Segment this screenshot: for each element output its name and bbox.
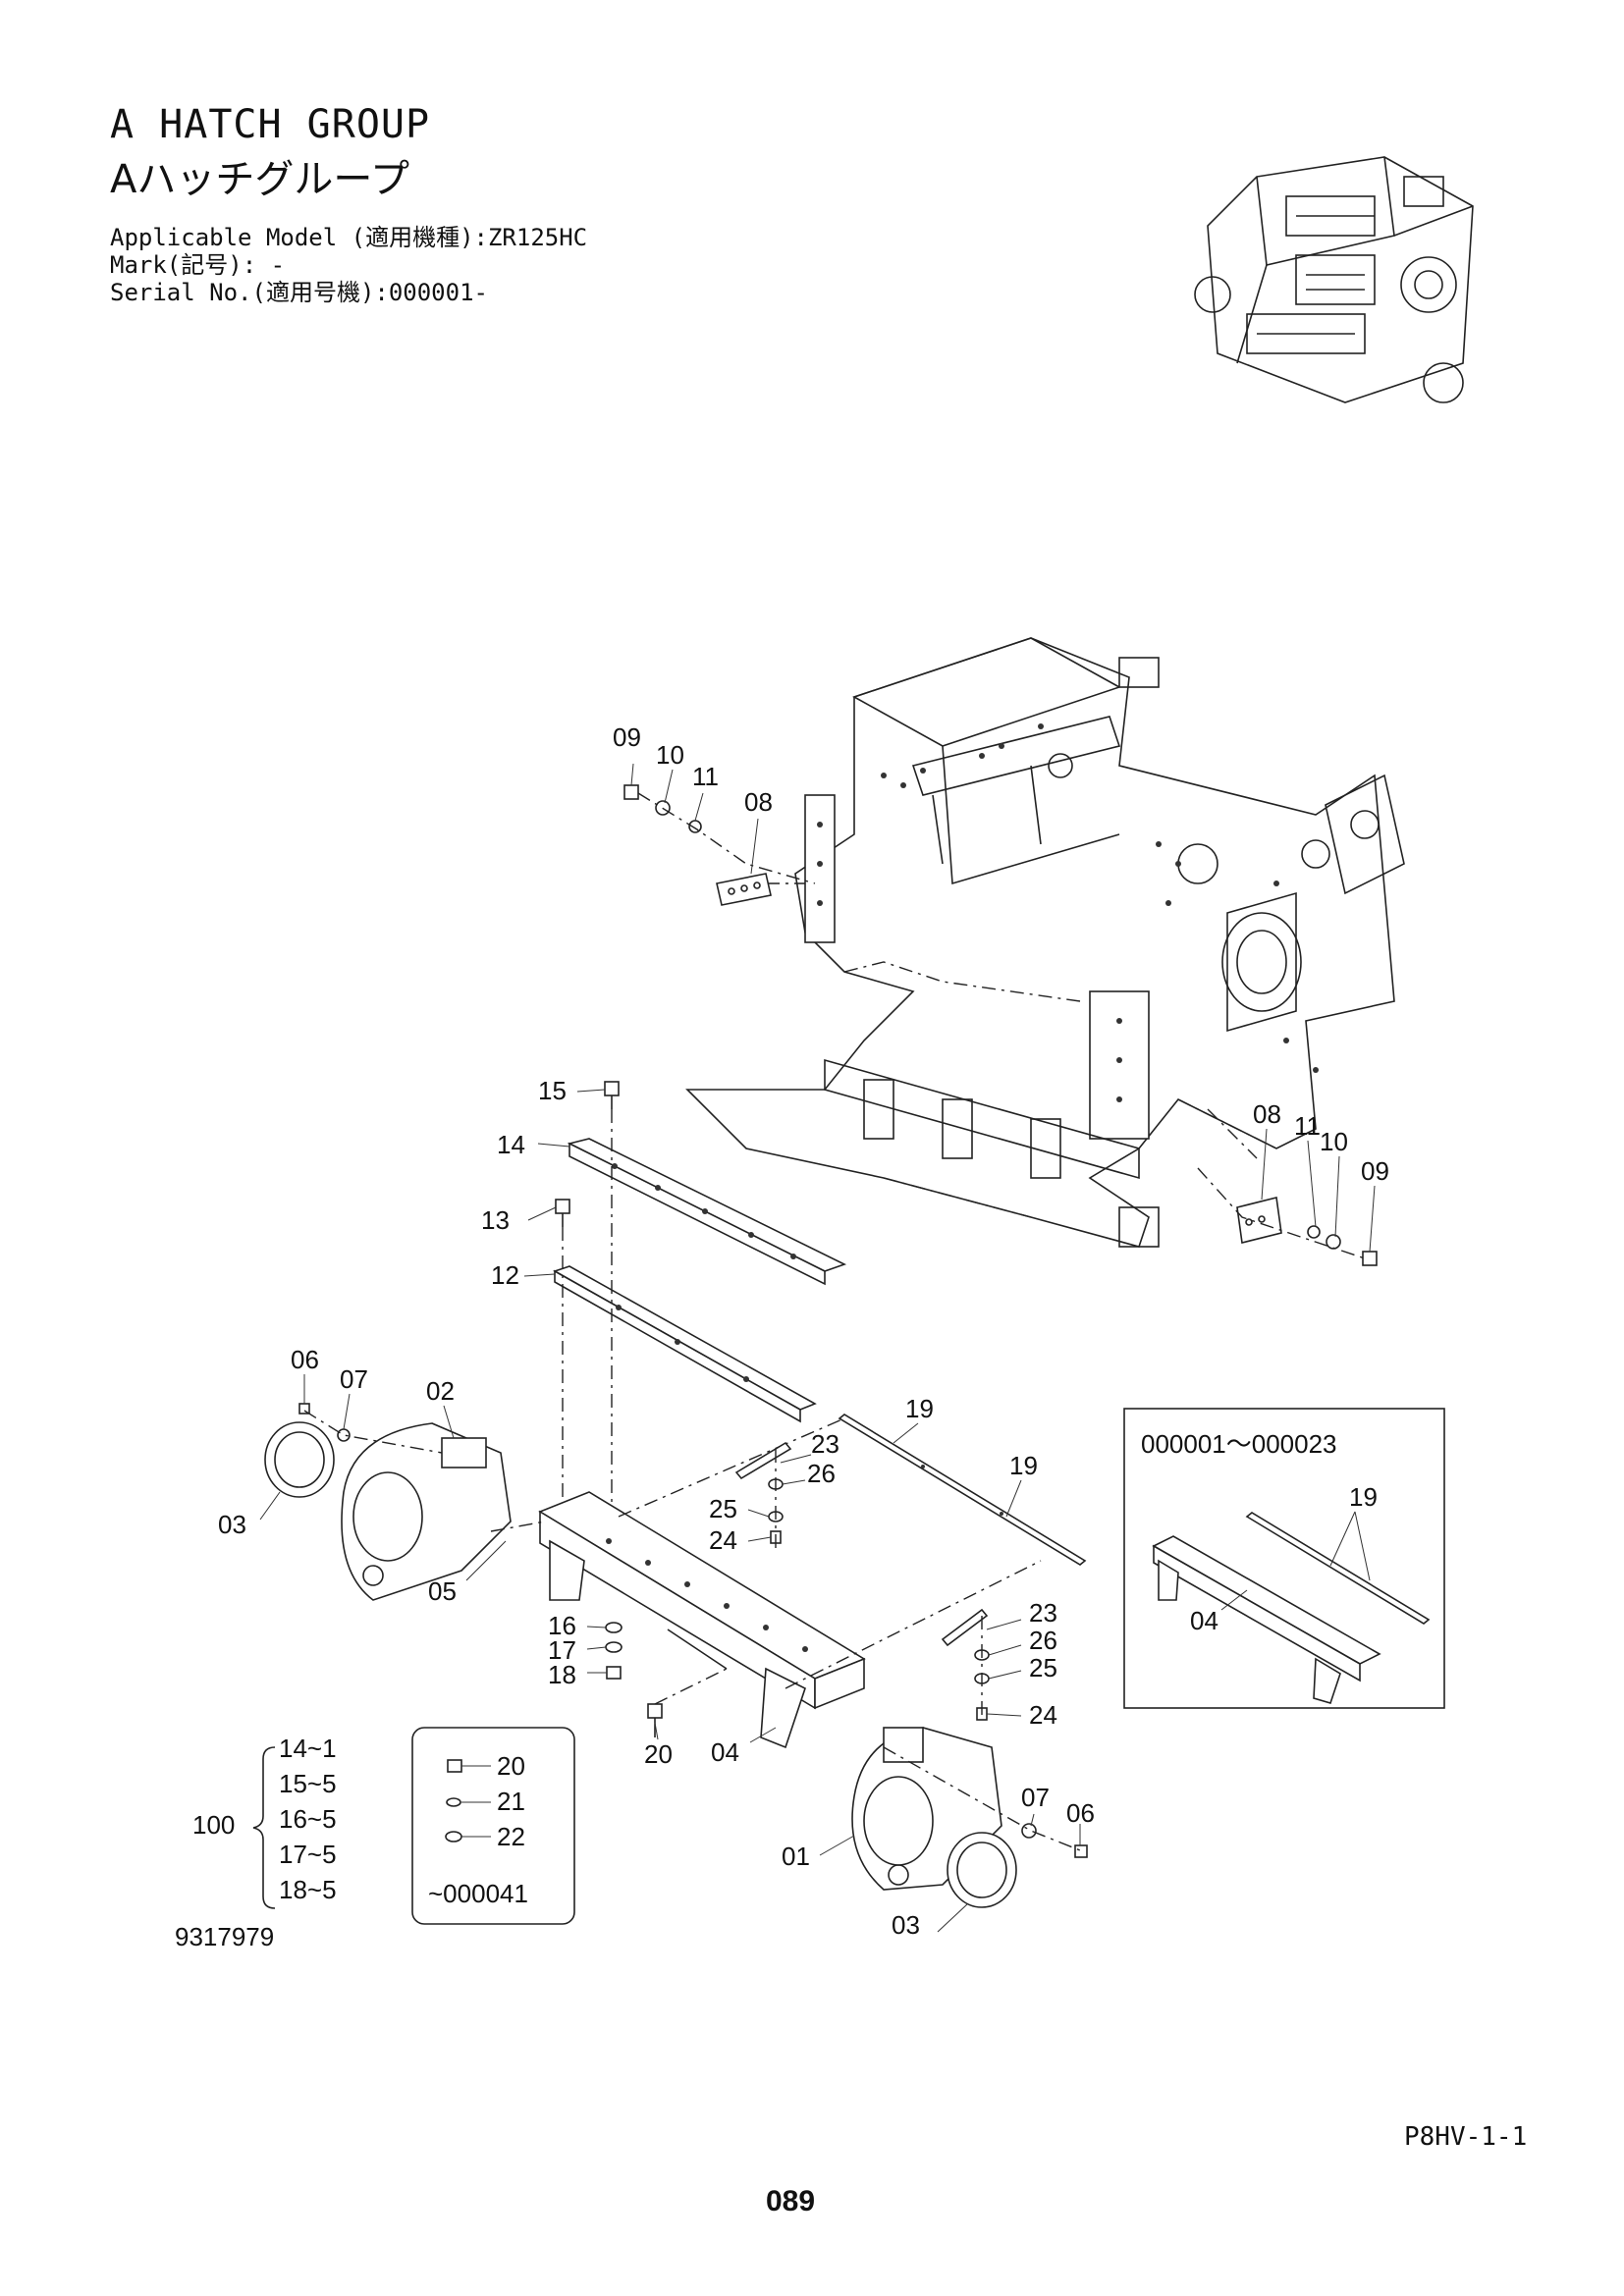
inset-serial-range: 000001～000023 [1141, 1429, 1337, 1459]
serial-number: Serial No.(適用号機):000001- [110, 279, 488, 306]
document-number: 9317979 [175, 1922, 275, 1951]
kit-item: 17~5 [279, 1840, 337, 1869]
machine-thumbnail [1194, 156, 1474, 403]
callout-18: 18 [548, 1660, 576, 1689]
stack-16-17-18 [605, 1622, 623, 1680]
callout-23: 23 [1029, 1598, 1057, 1628]
bar-19 [838, 1414, 1087, 1566]
callout-06: 06 [1066, 1798, 1095, 1828]
callout-09: 09 [1361, 1156, 1389, 1186]
callout-20: 20 [644, 1739, 673, 1769]
kit-item: 16~5 [279, 1804, 337, 1834]
kit-number: 100 [192, 1810, 235, 1840]
callout-16: 16 [548, 1611, 576, 1640]
bolt-20 [647, 1703, 663, 1737]
bar-12 [553, 1199, 817, 1423]
callout-05: 05 [428, 1576, 457, 1606]
page-title-japanese: Aハッチグループ [110, 157, 409, 202]
mark: Mark(記号): - [110, 251, 286, 279]
callout-07: 07 [1021, 1783, 1050, 1812]
shim-23-upper [734, 1441, 792, 1544]
callout-06: 06 [291, 1345, 319, 1374]
leader-lines [259, 763, 1376, 1933]
bracket-02 [264, 1403, 512, 1601]
callout-14: 14 [497, 1130, 525, 1159]
callout-08: 08 [1253, 1099, 1281, 1129]
bracket-01 [851, 1727, 1088, 1908]
kit-item: 18~5 [279, 1875, 337, 1904]
callout-04: 04 [711, 1737, 739, 1767]
callout-01: 01 [782, 1842, 810, 1871]
option-serial-range: ~000041 [428, 1879, 528, 1908]
callout-12: 12 [491, 1260, 519, 1290]
callout-26: 26 [1029, 1626, 1057, 1655]
main-frame [685, 637, 1405, 1248]
cross-beam-04 [538, 1491, 866, 1749]
applicable-model: Applicable Model (適用機種):ZR125HC [110, 224, 588, 251]
callout-23: 23 [811, 1429, 839, 1459]
wear-plate-lower [1236, 1197, 1378, 1266]
callout-07: 07 [340, 1364, 368, 1394]
callout-26: 26 [807, 1459, 836, 1488]
kit-item: 15~5 [279, 1769, 337, 1798]
callout-03: 03 [892, 1910, 920, 1940]
option-item: 20 [497, 1751, 525, 1781]
callout-02: 02 [426, 1376, 455, 1406]
bar-14 [567, 1081, 847, 1286]
callout-08: 08 [744, 787, 773, 817]
callout-25: 25 [1029, 1653, 1057, 1682]
callout-11: 11 [692, 762, 719, 791]
callout-09: 09 [613, 722, 641, 752]
option-item: 22 [497, 1822, 525, 1851]
page-title: A HATCH GROUP [110, 102, 431, 147]
page-number: 089 [766, 2185, 816, 2217]
callout-03: 03 [218, 1510, 246, 1539]
inset-variant-box: 000001～000023 19 04 [1123, 1408, 1445, 1709]
callout-11: 11 [1294, 1111, 1321, 1141]
callout-24: 24 [1029, 1700, 1057, 1730]
kit-item: 14~1 [279, 1734, 337, 1763]
callout-19: 19 [905, 1394, 934, 1423]
inset-callout-19: 19 [1349, 1482, 1378, 1512]
kit-100: 100 14~1 15~5 16~5 17~5 18~5 [192, 1734, 337, 1909]
callout-10: 10 [1320, 1127, 1348, 1156]
callout-15: 15 [538, 1076, 567, 1105]
page-code: P8HV-1-1 [1404, 2122, 1528, 2152]
option-item: 21 [497, 1787, 525, 1816]
callout-19: 19 [1009, 1451, 1038, 1480]
callout-13: 13 [481, 1205, 510, 1235]
option-box: 20 21 22 ~000041 [411, 1727, 575, 1925]
callout-17: 17 [548, 1635, 576, 1665]
inset-callout-04: 04 [1190, 1606, 1218, 1635]
callout-25: 25 [709, 1494, 737, 1523]
callout-24: 24 [709, 1525, 737, 1555]
callout-10: 10 [656, 740, 684, 770]
